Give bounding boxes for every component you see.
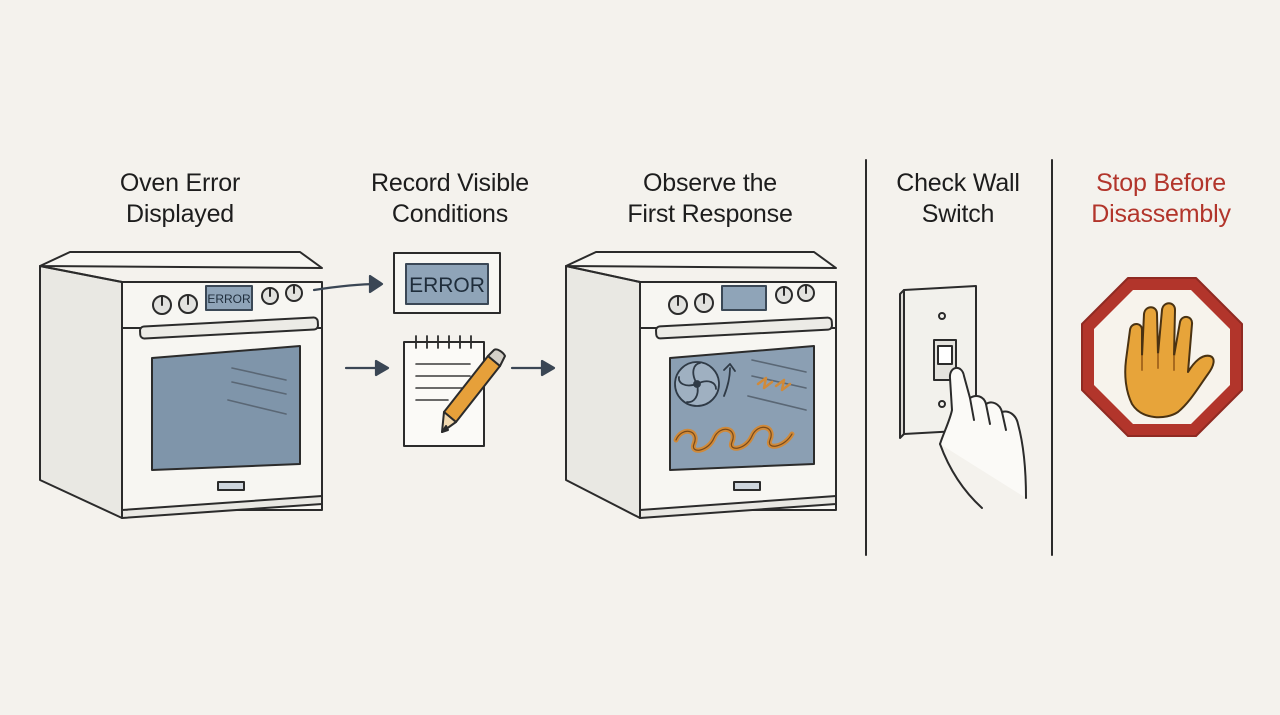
step-title-line: Conditions <box>391 200 509 228</box>
step-title-oven-error: Oven Error Displayed <box>60 168 300 230</box>
step-title-record-conditions: Record Visible Conditions <box>330 168 570 230</box>
arrow-icon <box>510 359 556 377</box>
error-card-text: ERROR <box>409 274 485 297</box>
arrow-icon <box>344 359 390 377</box>
raised-hand-icon <box>1124 302 1215 419</box>
oven-display-text: ERROR <box>207 292 251 306</box>
step-title-line: Observe the <box>643 169 777 197</box>
finger-hand-icon <box>939 367 1027 509</box>
step-title-line: Record Visible <box>371 169 529 197</box>
step-title-line: Check Wall <box>896 169 1020 197</box>
step-title-line: Switch <box>921 200 995 228</box>
heating-element-icon <box>673 376 795 453</box>
oven-icon <box>565 251 837 519</box>
step-title-check-switch: Check Wall Switch <box>848 168 1068 230</box>
fan-icon <box>674 361 736 407</box>
pencil-icon <box>441 348 506 433</box>
oven-icon <box>39 251 323 519</box>
arrow-icon <box>312 274 384 294</box>
step-title-line: Stop Before <box>1096 169 1226 197</box>
error-card-icon <box>393 252 501 314</box>
step-title-line: Disassembly <box>1091 200 1231 228</box>
step-title-stop-disassembly: Stop Before Disassembly <box>1045 168 1277 230</box>
step-title-line: Displayed <box>126 200 234 228</box>
step-title-line: Oven Error <box>119 169 241 197</box>
step-title-line: First Response <box>627 200 793 228</box>
step-title-observe-response: Observe the First Response <box>590 168 830 230</box>
